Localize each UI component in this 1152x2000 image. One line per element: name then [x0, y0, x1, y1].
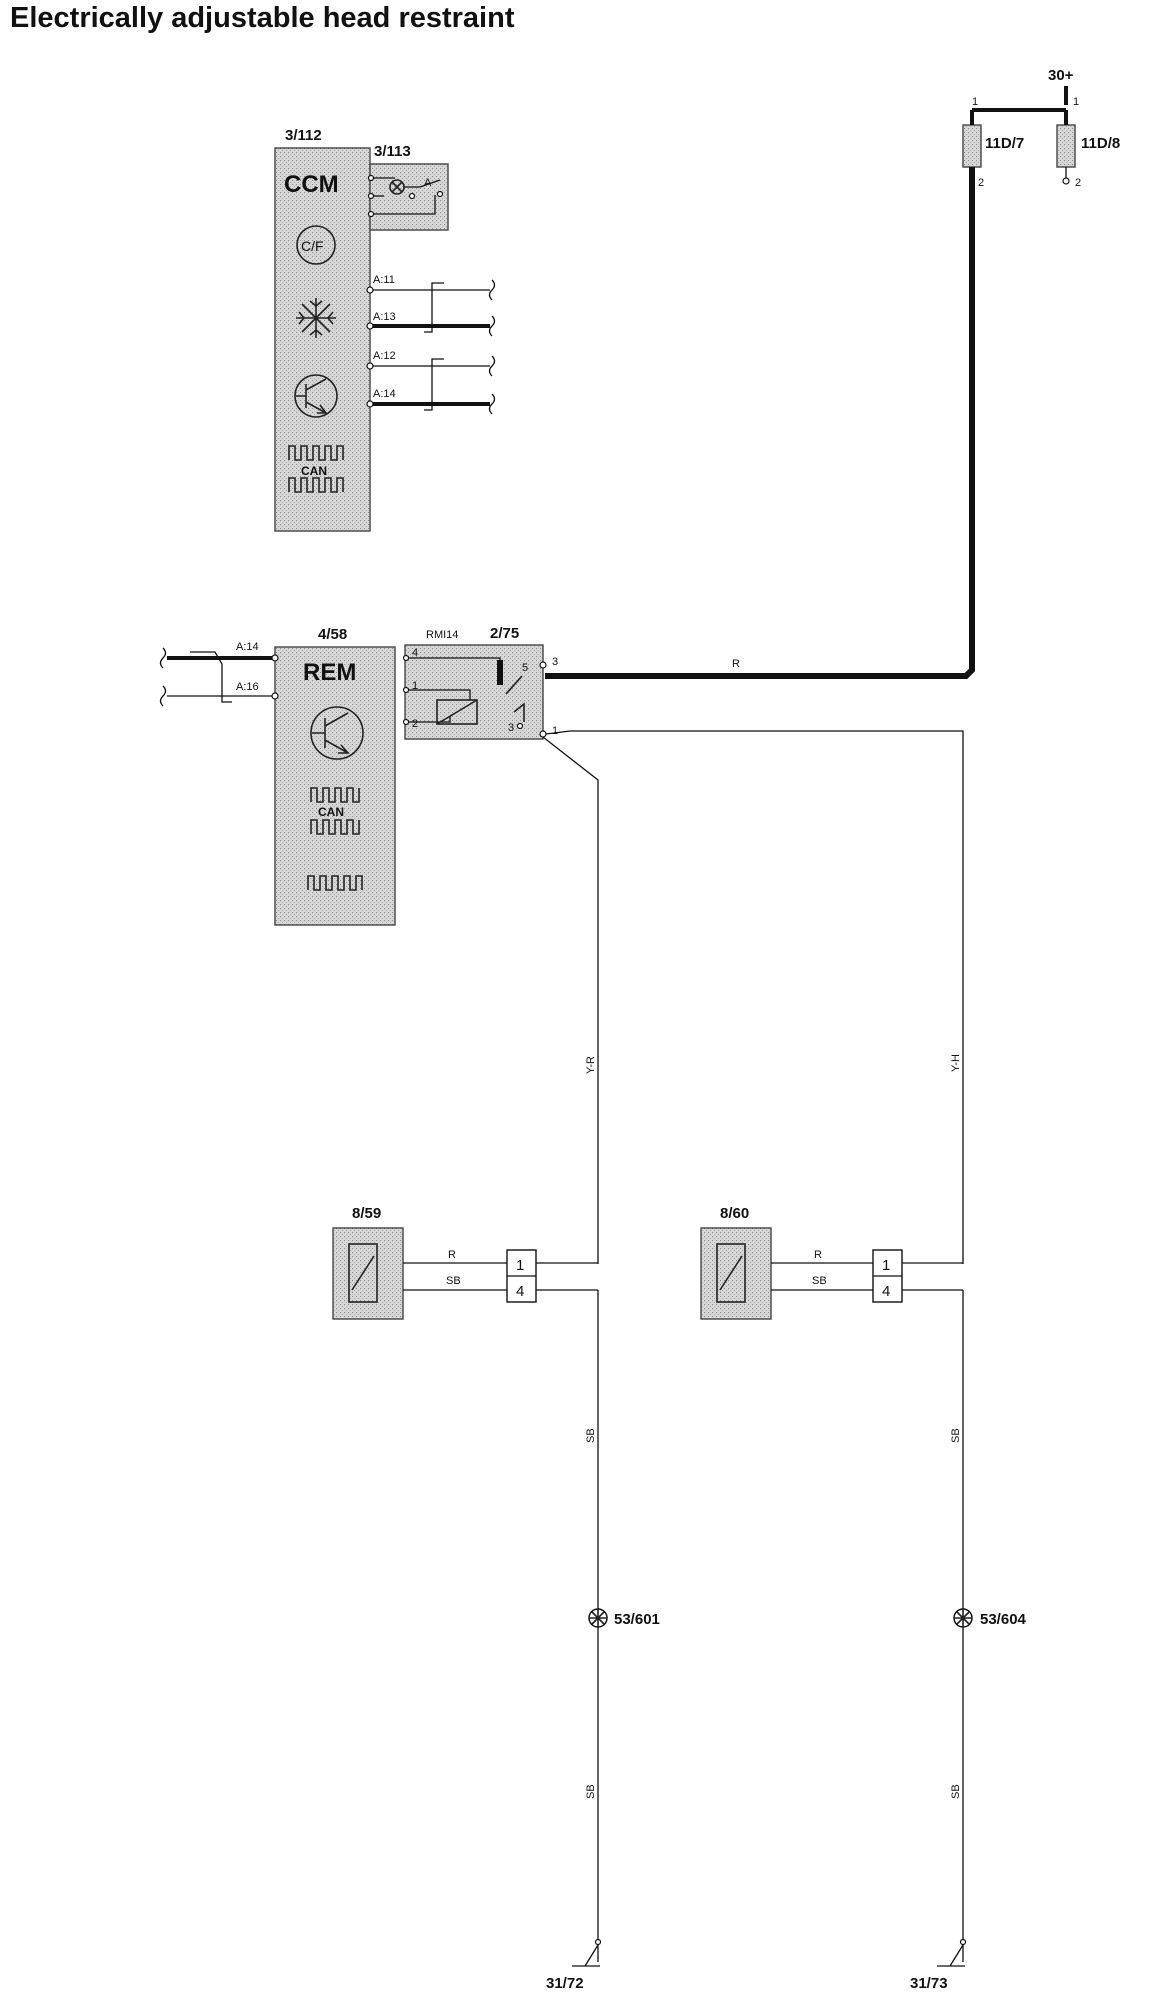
relay-pin-5: 5 — [522, 662, 528, 674]
ground-right-lower-color: SB — [950, 1784, 962, 1799]
ccm-aux-module: 3/113 A — [367, 143, 449, 231]
motor-left: 8/59 R SB — [332, 1205, 507, 1320]
relay-coil-icon — [436, 699, 478, 725]
pulse-icon: CAN — [288, 445, 344, 493]
fuse-a: 11D/7 1 2 — [962, 96, 1024, 189]
ground-left-icon — [572, 1938, 602, 1967]
connector-left: 1 4 — [506, 1249, 598, 1303]
right-riser-wire: Y-H — [545, 730, 964, 1264]
motor-left-r-color: R — [448, 1249, 456, 1261]
connector-left-pin-1: 1 — [516, 1257, 524, 1274]
connector-right: 1 4 — [872, 1249, 963, 1303]
ccm-can-label: CAN — [301, 464, 327, 478]
ccm-aux-pin-label: A — [424, 177, 432, 189]
transistor-icon — [294, 374, 338, 418]
ground-right-icon — [937, 1938, 967, 1967]
motor-right: 8/60 R SB — [700, 1205, 873, 1320]
temperature-icon: C/F — [296, 225, 336, 265]
supply-wire-r: R — [545, 167, 975, 679]
fuse-b-ref: 11D/8 — [1081, 135, 1120, 152]
splice-left-icon — [588, 1608, 608, 1628]
motor-left-sb-color: SB — [446, 1275, 461, 1287]
motor-right-ref: 8/60 — [720, 1205, 749, 1222]
ccm-pin-a13: A:13 — [373, 311, 396, 323]
fuse-b-pin-bottom: 2 — [1075, 177, 1081, 189]
rem-pin-a14: A:14 — [236, 641, 259, 653]
connector-left-pin-4: 4 — [516, 1283, 524, 1300]
ground-run-right: SB SB 53/604 31/73 — [910, 1290, 1027, 1992]
fuse-b-pin-top: 1 — [1073, 96, 1079, 108]
supply-ref: 30+ — [1048, 67, 1074, 84]
ccm-pin-a14: A:14 — [373, 388, 396, 400]
ccm-pin-wires: A:11 A:13 A:12 A:14 — [366, 274, 496, 415]
fuse-b: 11D/8 1 2 — [1056, 96, 1120, 189]
supply-block: 30+ 11D/7 1 2 11D/8 1 2 — [962, 67, 1120, 189]
ccm-pin-a12: A:12 — [373, 350, 396, 362]
fuse-a-pin-top: 1 — [972, 96, 978, 108]
relay-type: RMI14 — [426, 629, 458, 641]
ground-left-lower-color: SB — [585, 1784, 597, 1799]
diagram-title: Electrically adjustable head restraint — [10, 2, 515, 34]
temperature-label: C/F — [301, 238, 324, 254]
snowflake-icon — [296, 298, 336, 338]
ground-left-ref: 31/72 — [546, 1975, 584, 1992]
right-riser-color: Y-H — [950, 1054, 962, 1072]
motor-right-switch-icon — [716, 1243, 746, 1303]
relay-pin-1: 1 — [412, 680, 418, 692]
rem-can-label: CAN — [318, 805, 344, 819]
rem-pin-a16: A:16 — [236, 681, 259, 693]
splice-left-ref: 53/601 — [614, 1611, 660, 1628]
rem-pin-wires: A:14 A:16 — [159, 641, 279, 707]
ground-run-left: SB SB 53/601 31/72 — [546, 1290, 660, 1992]
relay-out-1: 1 — [552, 725, 558, 737]
fuse-a-ref: 11D/7 — [985, 135, 1024, 152]
ground-right-ref: 31/73 — [910, 1975, 948, 1992]
motor-right-r-color: R — [814, 1249, 822, 1261]
splice-right-ref: 53/604 — [980, 1611, 1027, 1628]
splice-right-icon — [953, 1608, 973, 1628]
left-riser-color: Y-R — [585, 1056, 597, 1074]
ccm-aux-ref: 3/113 — [374, 143, 411, 160]
connector-right-pin-1: 1 — [882, 1257, 890, 1274]
motor-left-switch-icon — [348, 1243, 378, 1303]
ccm-name: CCM — [284, 171, 339, 198]
relay-out-3: 3 — [552, 656, 558, 668]
ccm-pin-a11: A:11 — [373, 274, 395, 286]
fuse-a-pin-bottom: 2 — [978, 177, 984, 189]
connector-right-pin-4: 4 — [882, 1283, 890, 1300]
rem-pulse-icon: CAN — [307, 787, 363, 891]
rem-transistor-icon — [310, 706, 364, 760]
supply-wire-color: R — [732, 658, 740, 670]
ccm-module: 3/112 CCM C/F CAN — [274, 127, 371, 532]
rem-module: 4/58 REM CAN — [274, 626, 396, 926]
relay-pin-3: 3 — [508, 722, 514, 734]
ground-left-upper-color: SB — [585, 1428, 597, 1443]
rem-ref: 4/58 — [318, 626, 347, 643]
relay-switch-icon — [497, 660, 525, 730]
left-riser-wire: Y-R — [542, 736, 599, 1264]
ground-right-upper-color: SB — [950, 1428, 962, 1443]
relay-pin-2: 2 — [412, 718, 418, 730]
ccm-ref: 3/112 — [285, 127, 322, 144]
rem-name: REM — [303, 659, 356, 686]
motor-right-sb-color: SB — [812, 1275, 827, 1287]
relay-module: 2/75 RMI14 4 1 2 5 3 1 3 — [402, 625, 558, 740]
relay-ref: 2/75 — [490, 625, 519, 642]
motor-left-ref: 8/59 — [352, 1205, 381, 1222]
relay-pin-4: 4 — [412, 647, 418, 659]
